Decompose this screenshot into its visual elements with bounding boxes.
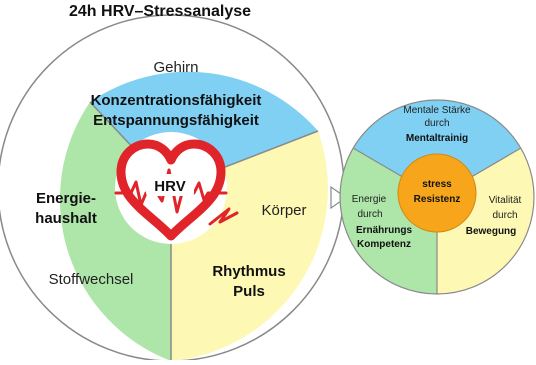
stress-resistance-core: [397, 153, 477, 233]
energy-sub-label: Stoffwechsel: [49, 271, 134, 288]
secondary-circle: [339, 99, 535, 295]
movement-line-1: Vitalität: [489, 195, 522, 206]
body-label: Körper: [261, 202, 306, 219]
segment-mental: [353, 99, 521, 197]
nutrition-line-1: Energie: [352, 194, 387, 205]
brain-line-1: Konzentrationsfähigkeit: [91, 92, 262, 109]
mental-line-3: Mentaltrainig: [406, 133, 468, 144]
triangle-right-icon: [330, 185, 348, 210]
heart-ecg-icon: [114, 139, 239, 241]
brain-line-2: Entspannungsfähigkeit: [93, 112, 259, 129]
nutrition-line-3: Ernährungs: [356, 225, 413, 236]
core-line-2: Resistenz: [414, 194, 461, 205]
brain-label: Gehirn: [153, 59, 198, 76]
core-line-1: stress: [422, 179, 452, 190]
energy-line-2: haushalt: [35, 210, 97, 227]
nutrition-line-4: Kompetenz: [357, 239, 411, 250]
hrv-logo: HRV: [114, 132, 239, 244]
mental-line-1: Mentale Stärke: [403, 105, 471, 116]
hrv-badge: [146, 174, 194, 196]
movement-line-2: durch: [492, 210, 517, 221]
mental-line-2: durch: [424, 118, 449, 129]
body-line-1: Rhythmus: [212, 263, 285, 280]
page-title: 24h HRV–Stressanalyse: [69, 3, 252, 20]
nutrition-line-2: durch: [357, 209, 382, 220]
hrv-logo-text: HRV: [154, 178, 185, 195]
energy-line-1: Energie-: [36, 190, 96, 207]
movement-line-3: Bewegung: [466, 226, 517, 237]
body-line-2: Puls: [233, 283, 265, 300]
